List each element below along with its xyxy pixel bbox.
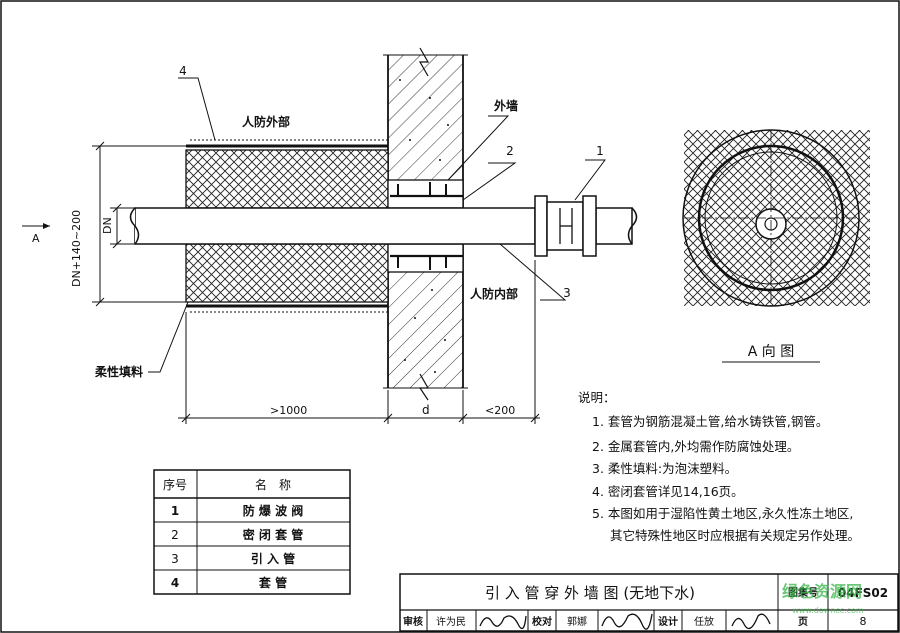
label-flexible-fill: 柔性填料 xyxy=(94,364,143,379)
vertical-dimensions xyxy=(92,141,186,307)
design-label: 设计 xyxy=(658,615,678,628)
table-cell-name: 套 管 xyxy=(258,575,287,590)
label-exterior: 人防外部 xyxy=(242,114,290,129)
table-cell-no: 3 xyxy=(171,552,179,566)
note-item: 1. 套管为钢筋混凝土管,给水铸铁管,钢管。 xyxy=(592,414,828,429)
table-cell-no: 4 xyxy=(171,576,179,590)
label-outer-wall: 外墙 xyxy=(494,98,518,113)
notes: 说明： 1. 套管为钢筋混凝土管,给水铸铁管,钢管。 2. 金属套管内,外均需作… xyxy=(578,390,860,543)
leader-lines xyxy=(148,77,606,373)
note-item: 4. 密闭套管详见14,16页。 xyxy=(592,484,744,499)
check-label: 校对 xyxy=(532,615,552,628)
reviewer-signature xyxy=(479,615,527,630)
dim-left-label: >1000 xyxy=(270,404,307,417)
casing-filler xyxy=(185,149,389,303)
drawing-title: 引 入 管 穿 外 墙 图 (无地下水) xyxy=(485,584,695,602)
table-header-no: 序号 xyxy=(163,477,187,492)
review-label: 审核 xyxy=(403,615,423,628)
note-item: 5. 本图如用于湿陷性黄土地区,永久性冻土地区, xyxy=(592,506,853,521)
horizontal-dimensions xyxy=(178,260,540,424)
watermark-text: 绿色资源网 xyxy=(782,582,862,601)
reviewer-name: 许为民 xyxy=(436,616,466,628)
dim-height-label: DN+140~200 xyxy=(70,210,83,287)
page-label: 页 xyxy=(798,616,808,628)
notes-title: 说明： xyxy=(578,390,616,405)
atlas-number: 04FS02 xyxy=(838,586,888,600)
dim-d-label: d xyxy=(422,403,430,417)
dim-dn-label: DN xyxy=(101,217,114,234)
view-a-section xyxy=(682,129,870,307)
note-item: 3. 柔性填料:为泡沫塑料。 xyxy=(592,461,737,476)
callout-4: 4 xyxy=(179,64,187,78)
label-interior: 人防内部 xyxy=(470,286,518,301)
note-item: 其它特殊性地区时应根据有关规定另作处理。 xyxy=(610,528,860,543)
table-header-name: 名 称 xyxy=(255,477,291,492)
view-a-arrow-label: A xyxy=(32,232,40,245)
table-cell-name: 引 入 管 xyxy=(251,551,295,566)
table-cell-name: 防 爆 波 阀 xyxy=(243,503,304,518)
view-a-title: A 向 图 xyxy=(748,344,794,360)
title-block: 引 入 管 穿 外 墙 图 (无地下水) 图集号 04FS02 审核 许为民 校… xyxy=(399,573,899,632)
designer-signature xyxy=(731,613,771,630)
casing-sleeve xyxy=(186,139,388,313)
callout-2: 2 xyxy=(506,144,514,158)
inlet-pipe xyxy=(129,207,638,245)
table-cell-name: 密 闭 套 管 xyxy=(243,527,304,542)
page-number: 8 xyxy=(860,615,867,628)
callout-3: 3 xyxy=(563,286,571,300)
table-cell-no: 1 xyxy=(171,504,179,518)
note-item: 2. 金属套管内,外均需作防腐蚀处理。 xyxy=(592,439,799,454)
checker-name: 郭娜 xyxy=(567,615,587,628)
blast-valve xyxy=(534,195,597,257)
dim-right-label: <200 xyxy=(485,404,515,417)
atlas-label: 图集号 xyxy=(788,586,818,599)
watermark-url: www.downcc.com xyxy=(792,606,864,615)
designer-name: 任放 xyxy=(694,615,714,628)
callout-1: 1 xyxy=(596,144,604,158)
table-cell-no: 2 xyxy=(171,528,179,542)
checker-signature xyxy=(601,613,653,630)
parts-table: 序号 名 称 1 防 爆 波 阀 2 密 闭 套 管 3 引 入 管 4 套 管 xyxy=(153,469,351,595)
